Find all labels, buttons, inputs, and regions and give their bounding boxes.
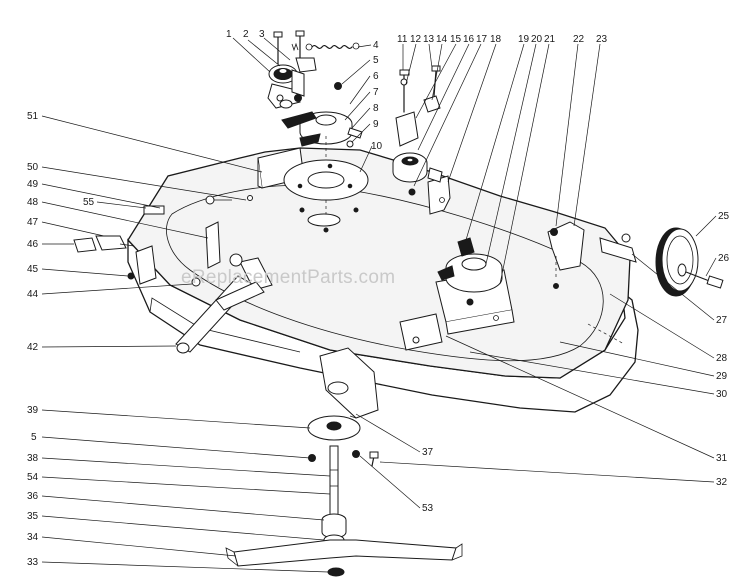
callout-48: 48	[27, 197, 39, 208]
gauge-wheel	[655, 227, 724, 297]
idler-arm-assembly	[392, 65, 451, 215]
callout-23: 23	[596, 34, 608, 45]
callout-17: 17	[476, 34, 488, 45]
callout-4: 4	[373, 40, 379, 51]
callout-32: 32	[716, 477, 728, 488]
callout-25: 25	[718, 211, 730, 222]
callout-37: 37	[422, 447, 434, 458]
callout-27: 27	[716, 315, 728, 326]
callout-9: 9	[373, 119, 379, 130]
callout-7: 7	[373, 87, 379, 98]
callout-22: 22	[573, 34, 585, 45]
callout-36: 36	[27, 491, 39, 502]
callout-53: 53	[422, 503, 434, 514]
right-spindle-pulley	[399, 237, 515, 351]
callout-28: 28	[716, 353, 728, 364]
callout-39: 39	[27, 405, 39, 416]
callout-34: 34	[27, 532, 39, 543]
callout-1: 1	[226, 29, 232, 40]
callout-47: 47	[27, 217, 39, 228]
callout-8: 8	[373, 103, 379, 114]
callout-38: 38	[27, 453, 39, 464]
callout-31: 31	[716, 453, 728, 464]
callout-10: 10	[371, 141, 383, 152]
callout-46: 46	[27, 239, 39, 250]
callout-14: 14	[436, 34, 448, 45]
callout-45: 45	[27, 264, 39, 275]
blade-spindle-stack	[225, 415, 463, 577]
callout-6: 6	[373, 71, 379, 82]
center-spindle-pulley	[281, 82, 369, 233]
watermark: eReplacementParts.com	[181, 267, 395, 288]
callout-3: 3	[259, 29, 265, 40]
callout-50: 50	[27, 162, 39, 173]
lift-arm	[73, 195, 265, 354]
callout-49: 49	[27, 179, 39, 190]
callout-5-top: 5	[373, 55, 379, 66]
callout-30: 30	[716, 389, 728, 400]
idler-pulley-assembly	[267, 30, 317, 109]
callout-54: 54	[27, 472, 39, 483]
callout-labels: 1 2 3 4 5 6 7 8 9 10 11 12 13 14 15 16 1…	[27, 29, 730, 568]
callout-5-bottom: 5	[31, 432, 37, 443]
callout-33: 33	[27, 557, 39, 568]
callout-19: 19	[518, 34, 530, 45]
callout-26: 26	[718, 253, 730, 264]
hardware-fasteners	[553, 256, 625, 345]
callout-55: 55	[83, 197, 95, 208]
callout-51: 51	[27, 111, 39, 122]
callout-2: 2	[243, 29, 249, 40]
callout-20: 20	[531, 34, 543, 45]
callout-44: 44	[27, 289, 39, 300]
callout-15: 15	[450, 34, 462, 45]
leader-lines	[41, 37, 717, 573]
callout-18: 18	[490, 34, 502, 45]
callout-12: 12	[410, 34, 422, 45]
callout-42: 42	[27, 342, 39, 353]
callout-21: 21	[544, 34, 556, 45]
tension-spring	[305, 42, 360, 51]
callout-29: 29	[716, 371, 728, 382]
callout-11: 11	[397, 34, 408, 45]
callout-35: 35	[27, 511, 39, 522]
callout-16: 16	[463, 34, 475, 45]
callout-13: 13	[423, 34, 435, 45]
